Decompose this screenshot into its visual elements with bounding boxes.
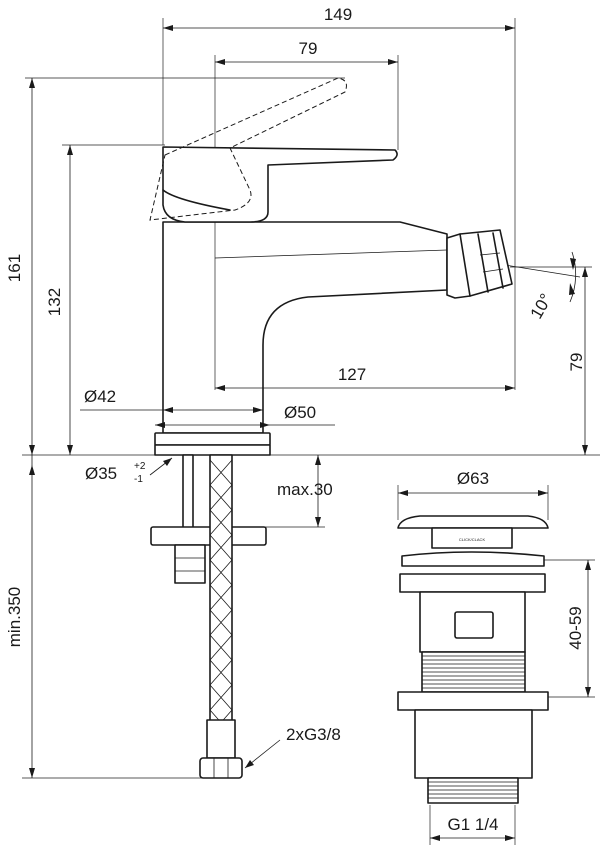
pop-up-waste bbox=[397, 515, 549, 804]
label-aerator-angle: 10° bbox=[527, 290, 556, 322]
label-spout-outlet-height: 79 bbox=[567, 353, 586, 372]
label-overall-height: 161 bbox=[5, 254, 24, 282]
label-base-diameter: Ø50 bbox=[284, 403, 316, 422]
label-max-deck-thickness: max.30 bbox=[277, 480, 333, 499]
waste-thread bbox=[421, 651, 526, 693]
label-waste-thread: G1 1/4 bbox=[447, 815, 498, 834]
label-min-hose-length: min.350 bbox=[5, 587, 24, 647]
label-spout-height: 132 bbox=[45, 288, 64, 316]
label-body-diameter: Ø42 bbox=[84, 387, 116, 406]
label-spout-reach: 127 bbox=[338, 365, 366, 384]
label-lever-to-axis: 79 bbox=[299, 39, 318, 58]
braided-hose bbox=[199, 454, 243, 779]
mounting-stud bbox=[150, 454, 267, 584]
label-hole-tol-plus: +2 bbox=[134, 461, 146, 472]
label-hole-tol-minus: -1 bbox=[134, 474, 143, 485]
label-cap-marking: CLICK/CLACK bbox=[459, 537, 486, 542]
label-waste-thickness-range: 40-59 bbox=[566, 606, 585, 649]
label-hose-connection: 2xG3/8 bbox=[286, 725, 341, 744]
label-overall-length: 149 bbox=[324, 5, 352, 24]
tail-thread bbox=[427, 777, 519, 804]
lever-handle bbox=[162, 146, 398, 223]
label-hole-diameter: Ø35 bbox=[85, 464, 117, 483]
aerator-nozzle bbox=[446, 229, 513, 299]
label-waste-cap-diameter: Ø63 bbox=[457, 469, 489, 488]
lever-raised-outline bbox=[149, 77, 347, 221]
